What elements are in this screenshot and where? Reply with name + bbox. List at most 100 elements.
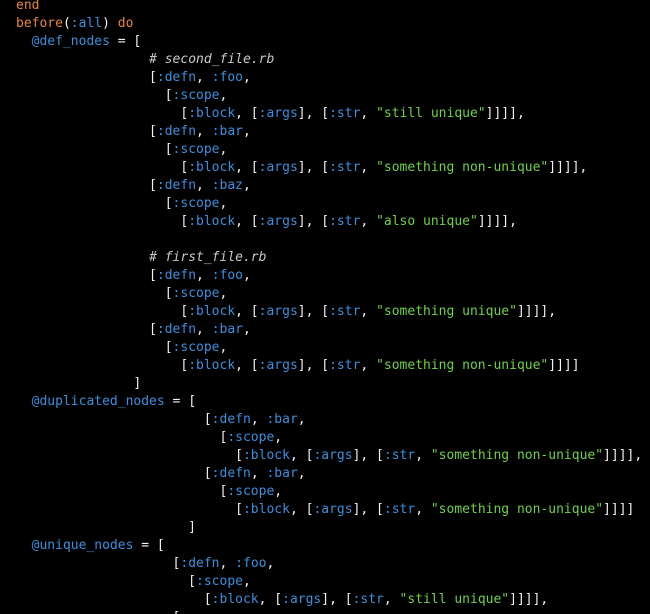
code-text: [ [16, 322, 157, 337]
symbol-token: :block [211, 592, 259, 607]
code-text: [ [16, 448, 243, 463]
code-text: ] [16, 520, 197, 535]
code-line[interactable]: [:block, [:args], [:str, "something non-… [16, 159, 642, 177]
code-line[interactable]: [:block, [:args], [:str, "something non-… [16, 501, 642, 519]
code-text: , [360, 304, 377, 319]
symbol-token: :args [258, 214, 298, 229]
code-line[interactable]: [:defn, :bar, [16, 465, 642, 483]
code-line[interactable]: ] [16, 375, 642, 393]
symbol-token: :block [242, 502, 290, 517]
code-text: , [297, 412, 306, 427]
string-token: "still unique" [376, 106, 486, 121]
code-line[interactable]: @def_nodes = [ [16, 33, 642, 51]
code-text: ]]]], [548, 160, 588, 175]
code-line[interactable]: [:scope, [16, 429, 642, 447]
symbol-token: :args [282, 592, 322, 607]
code-text: ]]]], [477, 214, 517, 229]
code-text: ], [ [352, 448, 384, 463]
symbol-token: :str [383, 448, 416, 463]
code-text: ( [62, 16, 71, 31]
symbol-token: :defn [211, 466, 251, 481]
code-text: [ [16, 556, 181, 571]
code-text: , [360, 214, 377, 229]
symbol-token: :args [258, 358, 298, 373]
code-text: , [219, 88, 228, 103]
symbol-token: :str [352, 592, 384, 607]
symbol-token: :scope [172, 196, 220, 211]
code-text: [ [16, 142, 173, 157]
symbol-token: :foo [211, 268, 243, 283]
symbol-token: :foo [235, 556, 267, 571]
symbol-token: :args [258, 160, 298, 175]
code-line[interactable]: [:scope, [16, 339, 642, 357]
code-line[interactable]: [:block, [:args], [:str, "still unique"]… [16, 591, 642, 609]
code-text: [ [16, 412, 212, 427]
code-text: [ [16, 286, 173, 301]
code-line[interactable]: [:block, [:args], [:str, "something non-… [16, 447, 642, 465]
symbol-token: :block [188, 160, 236, 175]
instance-variable-token: @unique_nodes [31, 538, 134, 553]
code-line[interactable]: @duplicated_nodes = [ [16, 393, 642, 411]
code-text: [ [16, 160, 189, 175]
keyword-token: before [16, 16, 63, 31]
string-token: "something non-unique" [376, 160, 549, 175]
code-line[interactable]: [:block, [:args], [:str, "something non-… [16, 357, 642, 375]
code-line[interactable]: end [16, 0, 642, 15]
code-text: , [196, 322, 212, 337]
code-line[interactable]: [:defn, :foo, [16, 69, 642, 87]
code-text: , [243, 178, 251, 193]
code-line[interactable]: before(:all) do [16, 15, 642, 33]
code-line[interactable]: [:defn, :bar, [16, 321, 642, 339]
symbol-token: :block [188, 358, 236, 373]
code-line[interactable]: [:defn, :bar, [16, 411, 642, 429]
code-text: , [ [235, 214, 259, 229]
code-line[interactable]: ] [16, 519, 642, 537]
code-text: ]]]], [509, 592, 549, 607]
code-line[interactable]: @unique_nodes = [ [16, 537, 642, 555]
code-text: , [196, 70, 212, 85]
symbol-token: :bar [266, 466, 298, 481]
code-line[interactable]: [:block, [:args], [:str, "something uniq… [16, 303, 642, 321]
code-text: [ [16, 304, 189, 319]
code-line[interactable]: [:scope, [16, 141, 642, 159]
code-text: , [243, 268, 251, 283]
symbol-token: :defn [156, 70, 197, 85]
code-text: [ [16, 88, 173, 103]
code-text: , [383, 592, 400, 607]
code-text: ]]]] [603, 502, 635, 517]
code-line[interactable]: # first_file.rb [16, 249, 642, 267]
code-line[interactable]: # second_file.rb [16, 51, 642, 69]
code-line[interactable]: [:defn, :foo, [16, 555, 642, 573]
code-text: , [219, 286, 228, 301]
code-line[interactable]: [:scope, [16, 195, 642, 213]
keyword-token: do [117, 16, 134, 31]
code-line[interactable]: [:defn, :baz, [16, 177, 642, 195]
code-text: ], [ [297, 304, 330, 319]
code-line[interactable]: [:scope, [16, 483, 642, 501]
string-token: "something unique" [376, 304, 517, 319]
code-text: , [ [289, 448, 314, 463]
code-line[interactable]: [ [16, 609, 642, 614]
code-line[interactable]: [:scope, [16, 573, 642, 591]
code-line[interactable]: [:defn, :foo, [16, 267, 642, 285]
code-line[interactable] [16, 231, 642, 249]
symbol-token: :args [258, 106, 298, 121]
symbol-token: :defn [156, 178, 197, 193]
code-line[interactable]: [:scope, [16, 87, 642, 105]
code-text: = [ [133, 538, 165, 553]
code-text: [ [16, 268, 157, 283]
code-text: , [242, 574, 251, 589]
code-line[interactable]: [:block, [:args], [:str, "also unique"]]… [16, 213, 642, 231]
code-line[interactable]: [:block, [:args], [:str, "still unique"]… [16, 105, 642, 123]
code-line[interactable]: [:scope, [16, 285, 642, 303]
symbol-token: :str [329, 106, 361, 121]
code-text: , [219, 196, 228, 211]
keyword-token: end [16, 0, 40, 13]
code-line[interactable]: [:defn, :bar, [16, 123, 642, 141]
code-text: [ [16, 592, 212, 607]
symbol-token: :block [188, 106, 236, 121]
code-text: , [274, 484, 283, 499]
code-text: , [243, 70, 251, 85]
symbol-token: :scope [227, 430, 275, 445]
